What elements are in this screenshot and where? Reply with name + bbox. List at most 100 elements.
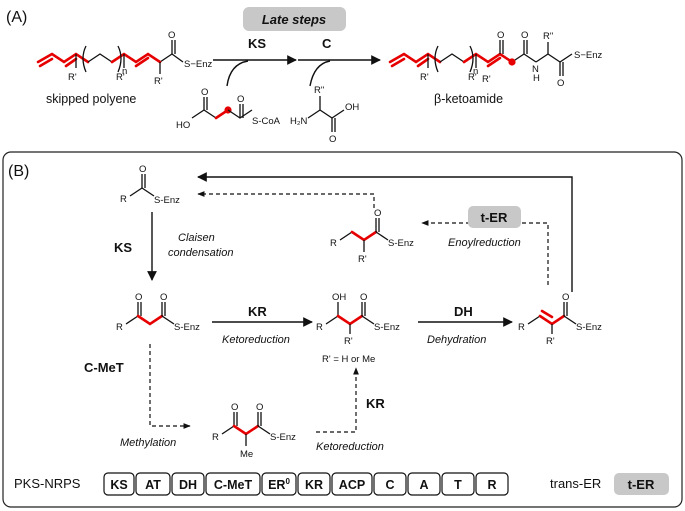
me-label: Me bbox=[240, 449, 253, 460]
s-enz-reduced: S-Enz bbox=[388, 238, 414, 249]
claisen-line-2: condensation bbox=[168, 247, 233, 259]
beta-ketothioester: O O R S-Enz bbox=[116, 292, 200, 333]
s-enz-hydroxy: S-Enz bbox=[374, 322, 400, 333]
r-reduced: R bbox=[330, 238, 337, 249]
domain-box-c-met bbox=[205, 472, 261, 496]
o-thioester: O bbox=[557, 78, 564, 89]
domain-box-kr bbox=[297, 472, 331, 496]
domain-label-er: ER0 bbox=[268, 477, 290, 492]
skipped-polyene-name: skipped polyene bbox=[46, 92, 136, 106]
domain-box-t bbox=[441, 472, 475, 496]
s-coa-label: S-CoA bbox=[252, 116, 281, 127]
domain-box-er bbox=[261, 472, 297, 496]
late-steps-label: Late steps bbox=[262, 12, 326, 27]
s-enz-label: S−Enz bbox=[184, 59, 213, 70]
domain-box-c bbox=[373, 472, 407, 496]
domain-box-a bbox=[407, 472, 441, 496]
red-carbon-dot-product bbox=[508, 58, 516, 66]
ketoreduction-label: Ketoreduction bbox=[222, 334, 290, 346]
late-steps-pill bbox=[243, 7, 346, 31]
r-prime-2: R' bbox=[116, 72, 125, 83]
r-prime-p2: R' bbox=[468, 72, 477, 83]
o-atom: O bbox=[168, 30, 175, 41]
oh-aa-label: OH bbox=[345, 102, 359, 113]
panel-b-frame bbox=[2, 151, 683, 508]
s-enz-enoyl: S-Enz bbox=[576, 322, 602, 333]
o-ketone: O bbox=[497, 30, 504, 41]
dh-label: DH bbox=[454, 304, 473, 319]
domain-label-ks: KS bbox=[110, 478, 127, 492]
panel-a-label: (A) bbox=[6, 9, 27, 26]
domain-label-acp: ACP bbox=[339, 478, 365, 492]
domain-box-at bbox=[135, 472, 171, 496]
domain-label-kr: KR bbox=[305, 478, 323, 492]
s-enz-methyl: S-Enz bbox=[270, 432, 296, 443]
c-label-a: C bbox=[322, 36, 332, 51]
cmet-label: C-MeT bbox=[84, 360, 124, 375]
er-superscript: 0 bbox=[285, 477, 290, 486]
amino-acid-molecule: R" H₂N OH O bbox=[290, 85, 359, 145]
kr2-label: KR bbox=[366, 396, 385, 411]
r-prime-3: R' bbox=[154, 76, 163, 87]
cmet-dashed-arrow bbox=[149, 344, 191, 429]
panel-b-label: (B) bbox=[8, 163, 29, 180]
r-prime-reduced: R' bbox=[358, 254, 367, 265]
r-enoyl: R bbox=[518, 322, 525, 333]
enoylreduction-dashed-arrow bbox=[421, 220, 549, 285]
beta-hydroxythioester: OH O R R' S-Enz bbox=[316, 292, 400, 347]
methylation-label: Methylation bbox=[120, 437, 176, 449]
oh-hydroxy: OH bbox=[332, 292, 346, 303]
r-hydroxy: R bbox=[316, 322, 323, 333]
r-methyl: R bbox=[212, 432, 219, 443]
o-acyl: O bbox=[139, 164, 146, 175]
o-reduced: O bbox=[374, 208, 381, 219]
skipped-polyene-molecule: O S−Enz R' R' R' n bbox=[36, 30, 213, 87]
panel-a: (A) Late steps O S−Enz R' R' R' n skip bbox=[6, 7, 603, 145]
n-subscript: n bbox=[122, 66, 127, 77]
o-malonyl-2: O bbox=[237, 94, 244, 105]
kr-label: KR bbox=[248, 304, 267, 319]
claisen-line-1: Claisen bbox=[178, 232, 215, 244]
reduced-return-dashed-arrow bbox=[197, 191, 375, 208]
domain-label-t: T bbox=[454, 478, 462, 492]
h2n-label: H₂N bbox=[290, 116, 308, 127]
r-acyl: R bbox=[120, 194, 127, 205]
h-atom: H bbox=[533, 73, 540, 84]
methylated-ketothioester: O O R Me S-Enz bbox=[212, 402, 296, 460]
r-dprime-product: R" bbox=[543, 31, 553, 42]
reduced-thioester: O R R' S-Enz bbox=[330, 208, 414, 265]
o-aa: O bbox=[329, 134, 336, 145]
r-dprime-aa: R" bbox=[314, 85, 324, 96]
ketoreduction2-label: Ketoreduction bbox=[316, 441, 384, 453]
domain-label-c: C bbox=[385, 478, 394, 492]
domain-box-acp bbox=[331, 472, 373, 496]
domain-label-r: R bbox=[487, 478, 496, 492]
pks-nrps-label: PKS-NRPS bbox=[14, 476, 81, 491]
o-methyl-1: O bbox=[231, 402, 238, 413]
o-methyl-2: O bbox=[256, 402, 263, 413]
domain-box-r bbox=[475, 472, 509, 496]
r-keto: R bbox=[116, 322, 123, 333]
dehydration-label: Dehydration bbox=[427, 334, 486, 346]
enoyl-thioester: O R R' S-Enz bbox=[518, 292, 602, 347]
r-prime-1: R' bbox=[68, 72, 77, 83]
ter-label-b: t-ER bbox=[481, 210, 508, 225]
r-prime-enoyl: R' bbox=[546, 336, 555, 347]
ter-pill-b bbox=[468, 206, 521, 228]
malonyl-coa-molecule: O O HO S-CoA bbox=[176, 87, 281, 131]
r-prime-p3: R' bbox=[482, 74, 491, 85]
o-enoyl: O bbox=[562, 292, 569, 303]
o-keto-2: O bbox=[160, 292, 167, 303]
kr2-dashed-arrow bbox=[316, 367, 359, 433]
ho-label: HO bbox=[176, 120, 190, 131]
o-hydroxy: O bbox=[360, 292, 367, 303]
s-enz-acyl: S-Enz bbox=[154, 195, 180, 206]
domain-label-at: AT bbox=[145, 478, 161, 492]
n-subscript-product: n bbox=[473, 66, 478, 77]
s-enz-product: S−Enz bbox=[574, 50, 603, 61]
o-amide: O bbox=[521, 30, 528, 41]
n-atom: N bbox=[532, 64, 539, 75]
domain-box-dh bbox=[171, 472, 205, 496]
